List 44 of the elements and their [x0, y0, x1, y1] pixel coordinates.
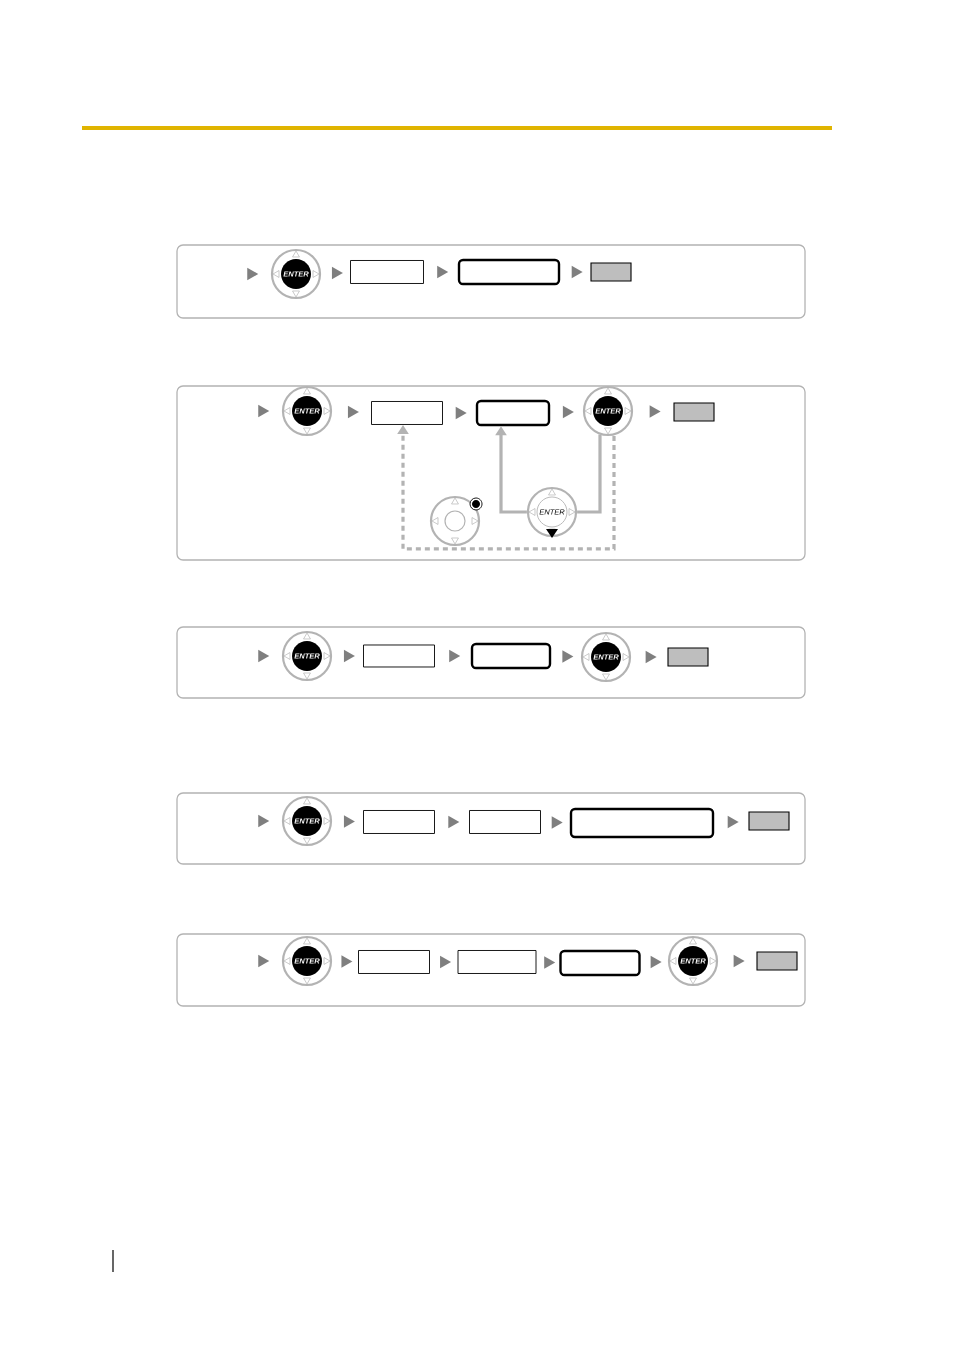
- display-box: [363, 644, 435, 668]
- arrow: [347, 405, 359, 419]
- arrow: [341, 955, 353, 968]
- arrow: [437, 265, 449, 279]
- arrow: [562, 405, 574, 419]
- display-box: [350, 260, 424, 284]
- arrow: [649, 405, 661, 418]
- arrow: [551, 816, 563, 829]
- arrow: [645, 650, 657, 664]
- arrow: [343, 649, 355, 663]
- arrow: [331, 266, 343, 280]
- display-box: [569, 807, 715, 839]
- arrow: [455, 406, 467, 420]
- display-box: [457, 258, 561, 286]
- display-box: [457, 950, 537, 974]
- soft-key: [748, 811, 790, 831]
- soft-key: [590, 262, 632, 282]
- arrow: [449, 649, 461, 663]
- arrow: [562, 650, 574, 663]
- arrow: [571, 265, 583, 279]
- arrow: [448, 815, 460, 829]
- arrow: [440, 955, 452, 969]
- arrow: [650, 955, 662, 969]
- soft-key: [756, 951, 798, 971]
- soft-key: [667, 647, 709, 667]
- display-box: [469, 810, 541, 834]
- arrow: [727, 815, 739, 829]
- display-box: [358, 950, 430, 974]
- display-box: [363, 810, 435, 834]
- arrow: [258, 814, 270, 828]
- navigator-key: [429, 495, 483, 547]
- arrow: [258, 404, 270, 418]
- loop-arrow: [397, 425, 616, 551]
- arrow: [258, 954, 270, 968]
- arrow: [544, 956, 556, 969]
- soft-key: [673, 402, 715, 422]
- arrow: [733, 954, 745, 968]
- display-box: [371, 401, 443, 425]
- arrow: [247, 267, 259, 281]
- display-box: [470, 642, 552, 670]
- display-box: [475, 399, 551, 427]
- arrow: [258, 649, 270, 663]
- display-box: [559, 949, 641, 977]
- arrow: [343, 815, 355, 828]
